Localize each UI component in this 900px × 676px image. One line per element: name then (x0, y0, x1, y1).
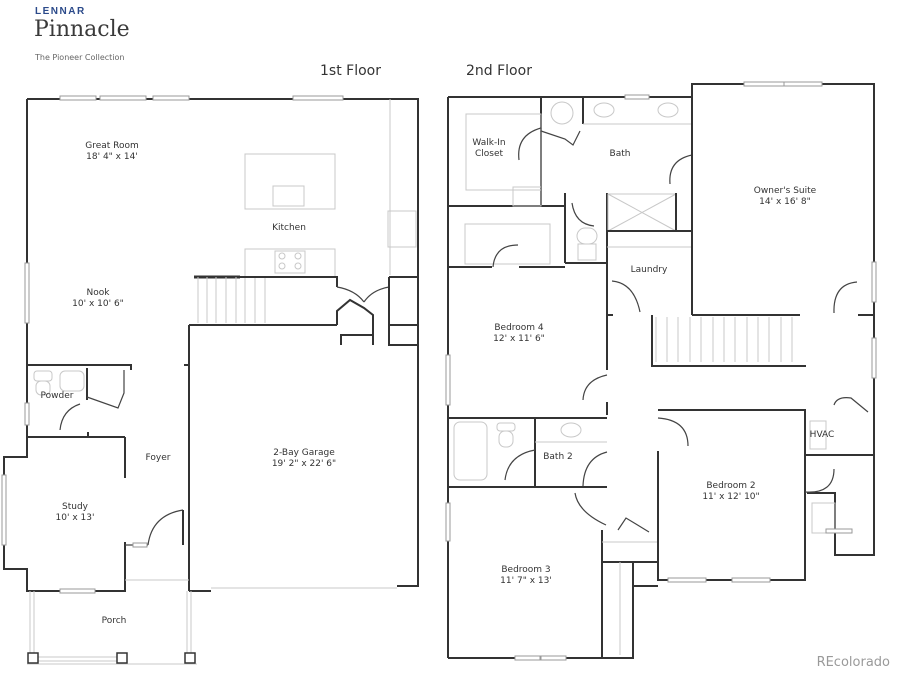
room-bath: Bath (610, 149, 631, 160)
room-name: Study (62, 502, 88, 512)
room-bedroom-3: Bedroom 3 11' 7" x 13' (500, 565, 552, 587)
room-owners-suite: Owner's Suite 14' x 16' 8" (754, 186, 816, 208)
room-bath-2: Bath 2 (543, 452, 573, 463)
room-name: Powder (40, 391, 74, 401)
room-nook: Nook 10' x 10' 6" (72, 288, 124, 310)
room-name: Kitchen (272, 223, 306, 233)
room-hvac: HVAC (810, 430, 835, 441)
room-name: Great Room (85, 141, 139, 151)
room-size: 14' x 16' 8" (759, 197, 811, 207)
room-name: Bath 2 (543, 452, 573, 462)
room-size: 10' x 10' 6" (72, 299, 124, 309)
room-size: 10' x 13' (55, 513, 95, 523)
model-name: Pinnacle (34, 17, 130, 42)
room-walk-in-closet: Walk-In Closet (466, 138, 512, 160)
room-name: Foyer (145, 453, 171, 463)
room-bedroom-2: Bedroom 2 11' x 12' 10" (702, 481, 759, 503)
room-name: Nook (86, 288, 110, 298)
room-name: Owner's Suite (753, 186, 817, 196)
room-name: 2-Bay Garage (273, 448, 335, 458)
room-name: Laundry (630, 265, 668, 275)
room-name: Bedroom 2 (706, 481, 756, 491)
room-name: Porch (101, 616, 127, 626)
room-name: Bath (609, 149, 631, 159)
second-floor-title: 2nd Floor (466, 63, 532, 79)
room-great-room: Great Room 18' 4" x 14' (85, 141, 139, 163)
room-size: 11' 7" x 13' (500, 576, 552, 586)
room-size: 19' 2" x 22' 6" (271, 459, 337, 469)
room-kitchen: Kitchen (272, 223, 306, 234)
first-floor-title: 1st Floor (320, 63, 381, 79)
second-floor-plan (445, 81, 877, 661)
room-garage: 2-Bay Garage 19' 2" x 22' 6" (272, 448, 336, 470)
room-powder: Powder (41, 391, 74, 402)
room-porch: Porch (102, 616, 127, 627)
room-name: HVAC (809, 430, 835, 440)
room-foyer: Foyer (146, 453, 171, 464)
room-name: Bedroom 4 (494, 323, 544, 333)
room-laundry: Laundry (631, 265, 668, 276)
room-bedroom-4: Bedroom 4 12' x 11' 6" (493, 323, 545, 345)
room-size: 18' 4" x 14' (86, 152, 138, 162)
room-name: Walk-In Closet (472, 138, 506, 159)
brand-logo: LENNAR (35, 6, 86, 17)
room-study: Study 10' x 13' (56, 502, 95, 524)
watermark: REcolorado (816, 655, 890, 670)
room-size: 12' x 11' 6" (493, 334, 545, 344)
first-floor-plan (1, 95, 419, 665)
room-name: Bedroom 3 (501, 565, 551, 575)
room-size: 11' x 12' 10" (702, 492, 760, 502)
collection-name: The Pioneer Collection (35, 53, 125, 62)
